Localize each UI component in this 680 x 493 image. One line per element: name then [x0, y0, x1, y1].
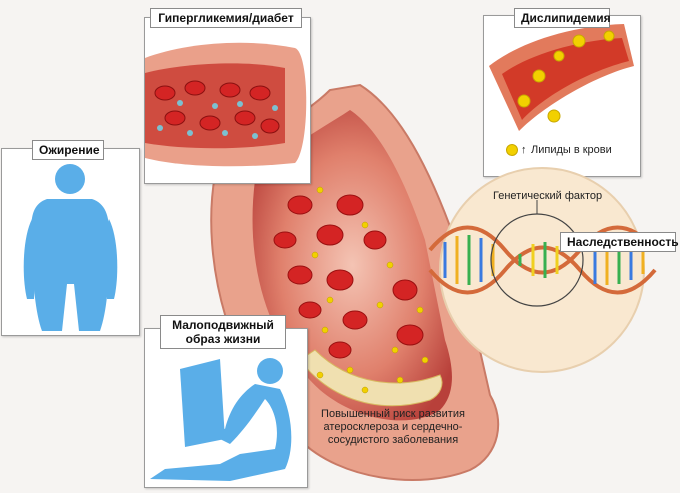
- blood-cell: [287, 265, 313, 285]
- dyslipidemia-label: Дислипидемия: [514, 8, 611, 28]
- blood-cell: [328, 341, 352, 359]
- blood-cell: [392, 279, 418, 301]
- blood-cell: [342, 310, 368, 330]
- lipids-legend-text: Липиды в крови: [531, 144, 612, 156]
- blood-cell: [298, 301, 322, 319]
- lipid-globules: [517, 30, 615, 123]
- blood-cell: [326, 269, 354, 291]
- obesity-label: Ожирение: [32, 140, 104, 160]
- heredity-label: Наследственность: [560, 232, 679, 252]
- risk-caption-line1: Повышенный риск развития: [321, 408, 465, 420]
- hyperglycemia-label: Гипергликемия/диабет: [150, 8, 302, 28]
- lipid-legend-dot: [506, 144, 518, 156]
- sedentary-label-line1: Малоподвижный: [172, 318, 274, 332]
- blood-cell: [336, 194, 364, 216]
- risk-caption-line3: сосудистого заболевания: [327, 434, 459, 446]
- blood-cell: [287, 195, 313, 215]
- sedentary-label-line2: образ жизни: [185, 332, 261, 346]
- glucose-particles: [157, 100, 278, 139]
- risk-caption: Повышенный риск развития атеросклероза и…: [308, 408, 478, 447]
- blood-cell: [316, 224, 344, 246]
- risk-caption-line2: атеросклероза и сердечно-: [323, 421, 463, 433]
- blood-cell: [363, 230, 387, 250]
- dna-helix: [428, 225, 657, 295]
- glycemia-blood-cells: [154, 80, 280, 134]
- sedentary-label: Малоподвижный образ жизни: [160, 315, 286, 349]
- genetic-factor-label: Генетический фактор: [493, 190, 603, 202]
- hyperglycemia-panel: [144, 17, 311, 184]
- blood-cell: [273, 231, 297, 249]
- red-blood-cells: [273, 194, 424, 359]
- hyperglycemia-vessel-illustration: [145, 42, 307, 167]
- blood-cell: [396, 324, 424, 346]
- plaque-band: [299, 349, 443, 407]
- dyslipidemia-vessel-illustration: [489, 24, 634, 131]
- obesity-panel: [1, 148, 140, 336]
- obese-person-silhouette: [23, 164, 118, 331]
- sedentary-panel: [144, 328, 308, 488]
- sedentary-person-silhouette: [150, 358, 292, 481]
- heredity-dna-illustration: [428, 167, 657, 373]
- lipids-up-arrow: ↑: [521, 144, 527, 156]
